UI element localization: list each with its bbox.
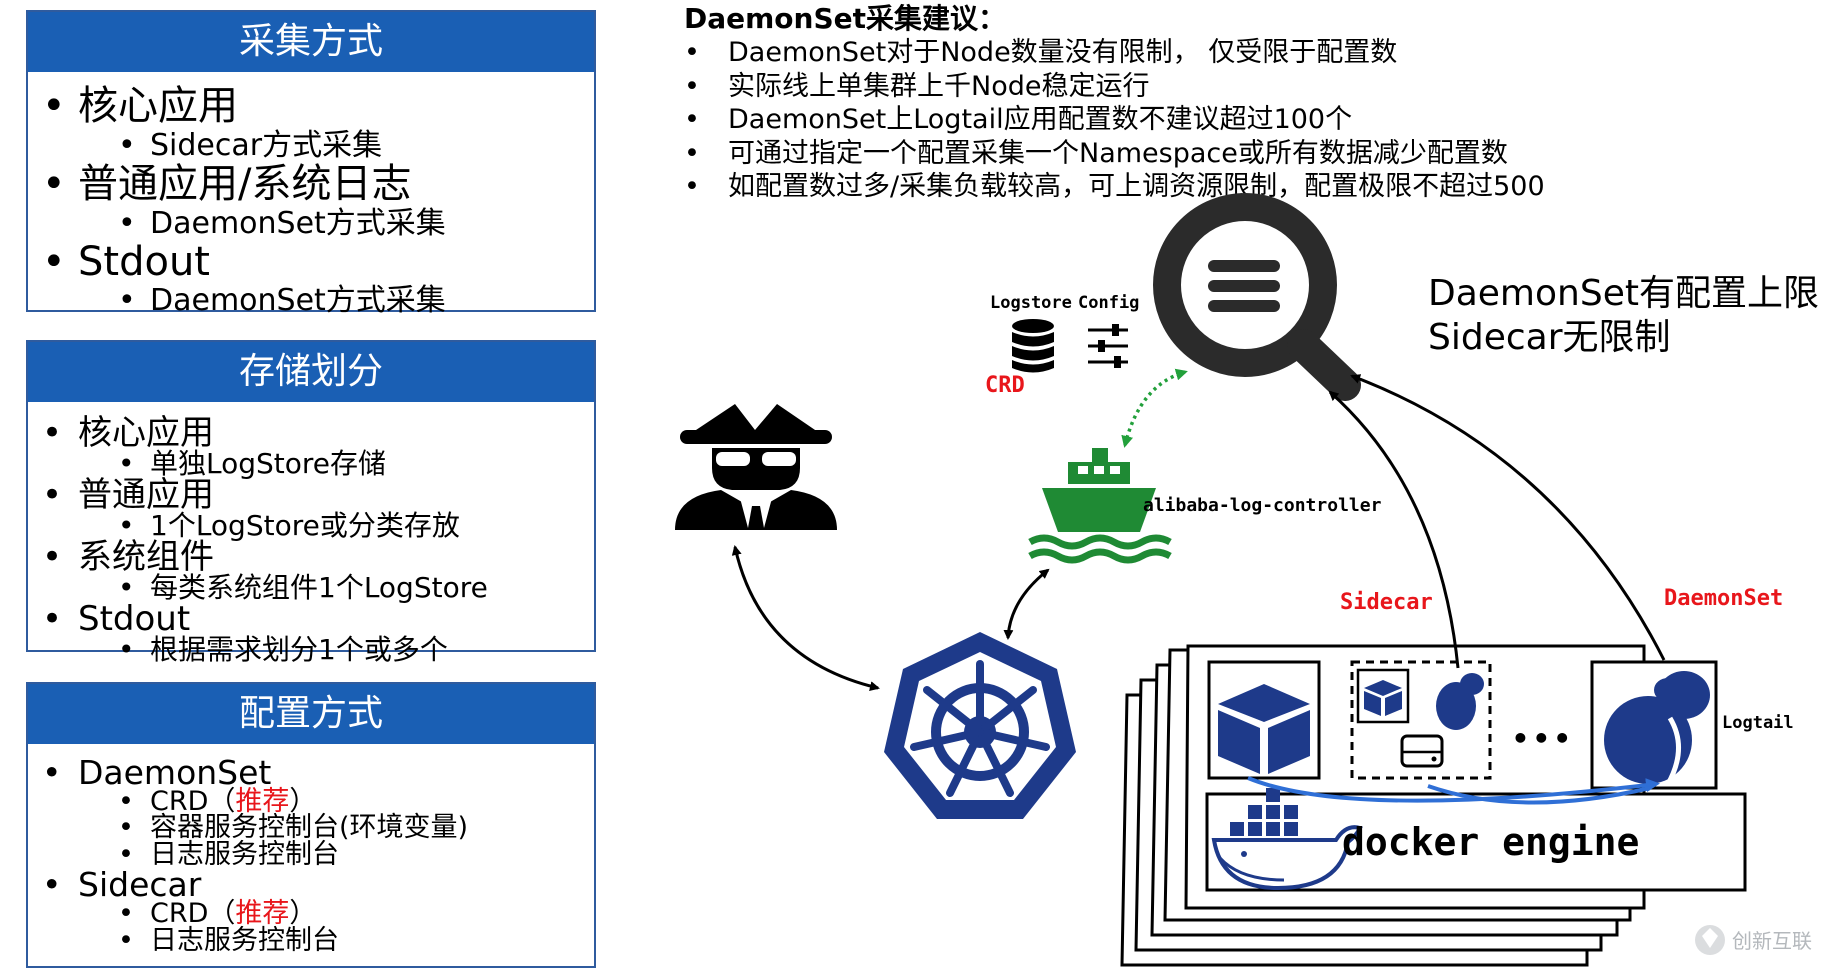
- config-method-panel: 配置方式 DaemonSet CRD（推荐） 容器服务控制台(环境变量) 日志服…: [26, 682, 596, 968]
- list-subitem: 根据需求划分1个或多个: [28, 636, 594, 665]
- storage-list: 核心应用 单独LogStore存储 普通应用 1个LogStore或分类存放 系…: [28, 402, 594, 664]
- controller-k8s-arrow: [1003, 568, 1050, 640]
- list-item: Sidecar: [28, 868, 594, 901]
- controller-search-arrow: [1121, 368, 1188, 448]
- list-subitem: CRD（推荐）: [28, 786, 594, 817]
- limit-line-daemonset: DaemonSet有配置上限: [1428, 273, 1819, 314]
- panel-title: 存储划分: [28, 342, 594, 402]
- watermark-text: 创新互联: [1732, 929, 1812, 953]
- docker-engine-label: docker engine: [1342, 820, 1639, 864]
- list-subitem: 1个LogStore或分类存放: [28, 512, 594, 541]
- daemonset-upload-arrow: [1350, 374, 1666, 661]
- docker-whale-icon: [1211, 788, 1363, 891]
- daemonset-advice: DaemonSet采集建议： DaemonSet对于Node数量没有限制， 仅受…: [684, 2, 1644, 204]
- list-subitem: 日志服务控制台: [28, 841, 594, 869]
- sidecar-small-cube: [1356, 668, 1410, 724]
- logtail-label: Logtail: [1722, 713, 1794, 733]
- list-subitem: DaemonSet方式采集: [28, 207, 594, 240]
- config-limit-note: DaemonSet有配置上限 Sidecar无限制: [1428, 272, 1819, 360]
- list-subitem: 容器服务控制台(环境变量): [28, 814, 594, 842]
- recommended-text: 推荐: [235, 898, 290, 930]
- advice-list: DaemonSet对于Node数量没有限制， 仅受限于配置数 实际线上单集群上千…: [684, 36, 1644, 204]
- panel-title: 配置方式: [28, 684, 594, 744]
- config-list: DaemonSet CRD（推荐） 容器服务控制台(环境变量) 日志服务控制台 …: [28, 744, 594, 955]
- advice-item: 如配置数过多/采集负载较高，可上调资源限制，配置极限不超过500: [684, 170, 1644, 204]
- user-k8s-arrow: [731, 545, 880, 692]
- user-spy-icon: [675, 404, 837, 530]
- collection-method-panel: 采集方式 核心应用 Sidecar方式采集 普通应用/系统日志 DaemonSe…: [26, 10, 596, 317]
- sidecar-logtail-icon: [1436, 673, 1484, 730]
- sidecar-pod-group: [1350, 660, 1492, 780]
- recommended-text: 推荐: [235, 786, 290, 817]
- config-sliders-icon: [1088, 324, 1128, 368]
- panel-title: 采集方式: [28, 12, 594, 72]
- list-subitem: Sidecar方式采集: [28, 129, 594, 162]
- advice-title: DaemonSet采集建议：: [684, 2, 1007, 35]
- list-item: Stdout: [28, 602, 594, 636]
- app-container-box: [1207, 660, 1321, 780]
- app-to-logtail-flow: [1247, 776, 1660, 803]
- logstore-label: Logstore: [990, 293, 1072, 313]
- more-nodes-ellipsis: •••: [1512, 722, 1575, 755]
- sidecar-upload-arrow: [1328, 390, 1460, 669]
- limit-line-sidecar: Sidecar无限制: [1428, 317, 1671, 358]
- crd-label: CRD: [985, 373, 1025, 398]
- advice-item: 可通过指定一个配置采集一个Namespace或所有数据减少配置数: [684, 137, 1644, 171]
- sidecar-label: Sidecar: [1340, 590, 1433, 615]
- database-icon: [1012, 319, 1054, 373]
- list-item: 普通应用/系统日志: [28, 161, 594, 207]
- daemonset-logtail-box: [1590, 660, 1718, 790]
- list-subitem: 日志服务控制台: [28, 927, 594, 955]
- crd-close: ）: [289, 898, 317, 930]
- advice-item: DaemonSet对于Node数量没有限制， 仅受限于配置数: [684, 36, 1644, 70]
- list-item: 核心应用: [28, 84, 594, 129]
- list-item: Stdout: [28, 239, 594, 285]
- watermark-logo-icon: [1695, 925, 1725, 955]
- crd-text: CRD（: [150, 898, 236, 930]
- storage-division-panel: 存储划分 核心应用 单独LogStore存储 普通应用 1个LogStore或分…: [26, 340, 596, 664]
- sidecar-to-logtail-flow: [1427, 784, 1651, 805]
- collection-list: 核心应用 Sidecar方式采集 普通应用/系统日志 DaemonSet方式采集…: [28, 72, 594, 318]
- list-item: 普通应用: [28, 478, 594, 512]
- controller-ship-icon: [1028, 448, 1172, 564]
- kubernetes-icon: [884, 632, 1076, 819]
- list-item: DaemonSet: [28, 756, 594, 789]
- crd-text: CRD（: [150, 786, 236, 817]
- list-subitem: DaemonSet方式采集: [28, 284, 594, 317]
- list-item: 核心应用: [28, 416, 594, 450]
- advice-item: DaemonSet上Logtail应用配置数不建议超过100个: [684, 103, 1644, 137]
- list-subitem: 单独LogStore存储: [28, 450, 594, 479]
- daemonset-label: DaemonSet: [1664, 586, 1783, 611]
- list-subitem: CRD（推荐）: [28, 898, 594, 930]
- log-service-search-icon: [1153, 193, 1361, 401]
- config-label: Config: [1078, 293, 1139, 313]
- list-subitem: 每类系统组件1个LogStore: [28, 574, 594, 603]
- list-item: 系统组件: [28, 540, 594, 574]
- advice-item: 实际线上单集群上千Node稳定运行: [684, 70, 1644, 104]
- storage-disk-icon: [1400, 734, 1444, 768]
- controller-label: alibaba-log-controller: [1143, 495, 1382, 516]
- crd-close: ）: [289, 786, 317, 817]
